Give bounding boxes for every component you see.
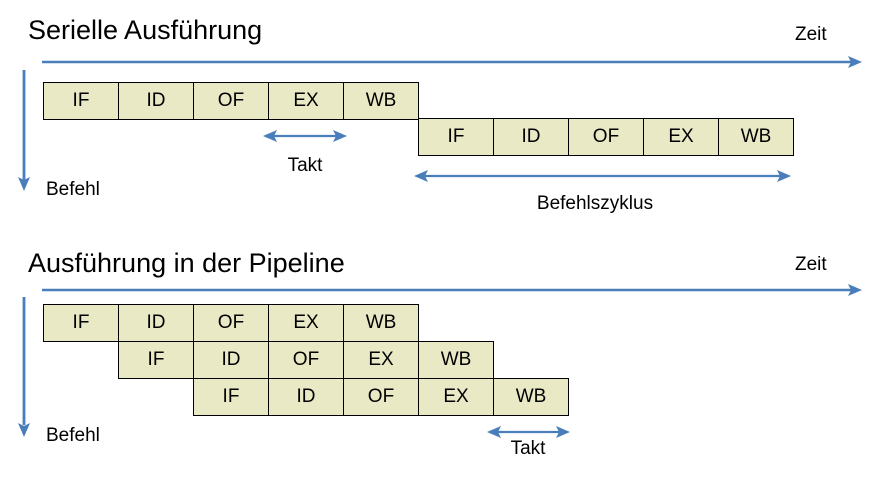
section-title-pipeline: Ausführung in der Pipeline xyxy=(28,248,345,278)
stage-cell: OF xyxy=(568,118,644,156)
time-axis-label-top: Zeit xyxy=(795,24,827,45)
takt-arrow-bottom xyxy=(487,426,570,438)
section-title-serial: Serielle Ausführung xyxy=(28,15,263,45)
takt-arrow-top xyxy=(263,130,347,142)
takt-annotation-bottom: Takt xyxy=(510,438,546,459)
stage-cell: IF xyxy=(418,118,494,156)
time-axis-arrow-top xyxy=(42,56,862,68)
time-axis-arrow-bottom xyxy=(42,284,862,296)
instruction-axis-label-bottom: Befehl xyxy=(46,425,100,446)
time-axis-label-bottom: Zeit xyxy=(795,254,827,275)
stage-cell: ID xyxy=(118,304,194,342)
stage-cell: ID xyxy=(118,82,194,120)
stage-cell: WB xyxy=(343,82,419,120)
stage-cell: WB xyxy=(718,118,794,156)
stage-cell: IF xyxy=(118,341,194,379)
stage-cell: OF xyxy=(268,341,344,379)
takt-annotation-top: Takt xyxy=(287,155,323,176)
stage-cell: ID xyxy=(193,341,269,379)
stage-cell: ID xyxy=(493,118,569,156)
stage-cell: WB xyxy=(418,341,494,379)
befehlszyklus-arrow xyxy=(414,170,791,182)
befehlszyklus-annotation: Befehlszyklus xyxy=(536,193,654,214)
stage-cell: OF xyxy=(193,304,269,342)
stage-cell: IF xyxy=(193,378,269,416)
stage-cell: EX xyxy=(268,304,344,342)
stage-cell: EX xyxy=(643,118,719,156)
stage-cell: WB xyxy=(493,378,569,416)
stage-cell: EX xyxy=(268,82,344,120)
stage-cell: EX xyxy=(343,341,419,379)
stage-cell: ID xyxy=(268,378,344,416)
stage-cell: IF xyxy=(43,82,119,120)
stage-cell: EX xyxy=(418,378,494,416)
instruction-axis-arrow-top xyxy=(18,70,30,191)
instruction-axis-label-top: Befehl xyxy=(46,179,100,200)
stage-cell: OF xyxy=(193,82,269,120)
stage-cell: WB xyxy=(343,304,419,342)
instruction-axis-arrow-bottom xyxy=(18,297,30,437)
stage-cell: OF xyxy=(343,378,419,416)
stage-cell: IF xyxy=(43,304,119,342)
